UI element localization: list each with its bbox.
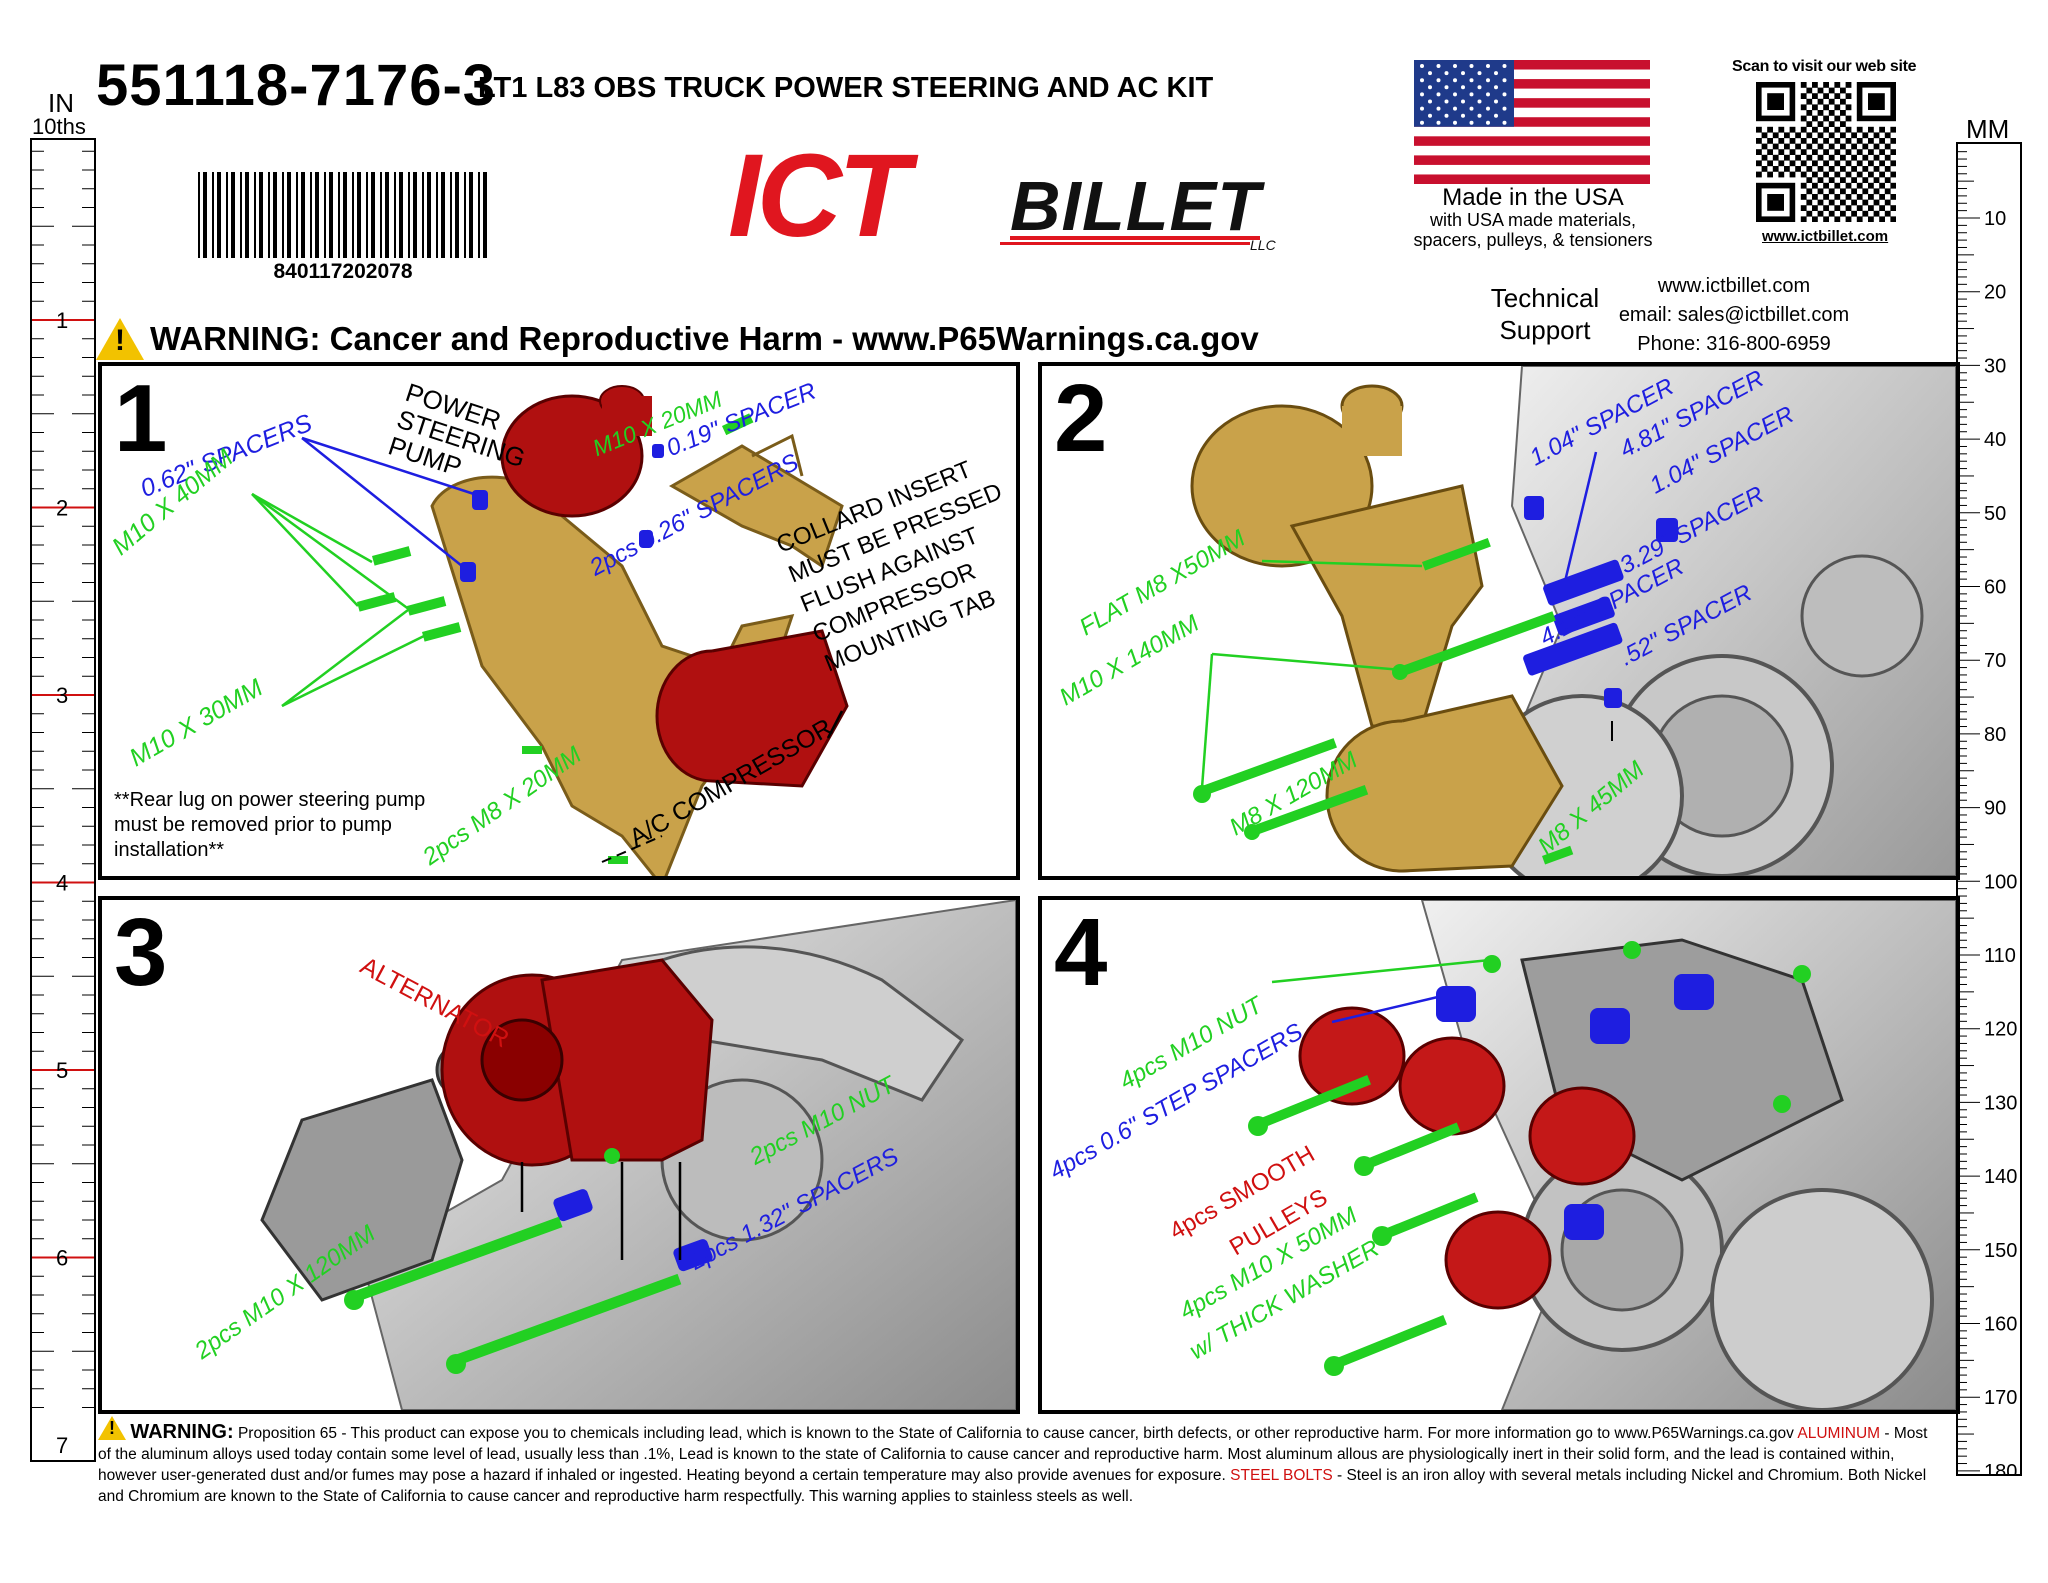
logo-llc-text: LLC [1250,237,1277,250]
logo-sub-text: BILLET [1010,167,1265,245]
note-rear-lug: **Rear lug on power steering pump must b… [114,789,426,861]
ruler-left-unit: IN [48,88,74,118]
made-in-usa-title: Made in the USA [1442,184,1624,211]
step-panel-2: 2 [1038,362,1960,880]
ict-billet-logo: ICT BILLET LLC [720,130,1340,262]
ruler-left-mark: 4 [56,871,68,896]
logo-main-text: ICT [728,140,919,250]
ruler-left-mark: 3 [56,683,68,708]
ruler-right-mark: 140 [1984,1166,2017,1188]
made-in-usa-line3: spacers, pulleys, & tensioners [1413,230,1653,250]
ruler-right: 10 20 30 40 50 60 70 80 90 100 110 120 130 140 150 160 1… [1956,142,2022,1476]
contact-website[interactable]: www.ictbillet.com [1657,275,1811,297]
ruler-right-mark: 50 [1984,503,2006,525]
part-number: 551118-7176-3 [96,53,497,118]
tech-support-line2: Support [1499,315,1591,345]
made-in-usa: Made in the USA with USA made materials,… [1380,184,1686,251]
barcode-bars [198,172,487,258]
usa-flag-icon [1414,60,1650,185]
ruler-right-mark: 70 [1984,650,2006,672]
contact-phone: Phone: 316-800-6959 [1637,333,1831,355]
panel-1-illustration [251,385,849,876]
step-number-1: 1 [114,365,168,472]
qr-code[interactable] [1756,82,1897,223]
contact-email[interactable]: email: sales@ictbillet.com [1618,304,1850,326]
ruler-right-mark: 120 [1984,1019,2017,1041]
warning-banner-text: WARNING: Cancer and Reproductive Harm - … [150,320,1259,357]
ruler-right-mark: 170 [1984,1387,2017,1409]
logo-graphic: ICT BILLET LLC [728,130,1277,262]
ruler-right-mark: 150 [1984,1240,2017,1262]
ruler-right-mark: 30 [1984,355,2006,377]
footer-text-1: Proposition 65 - This product can expose… [237,1425,1794,1442]
panel-3-illustration [260,900,1016,1410]
step-panel-1: 1 POWER STEERING PUMP [98,362,1020,880]
ruler-right-mark: 110 [1984,945,2016,967]
footer-warning-label: WARNING: [130,1421,234,1443]
made-in-usa-line2: with USA made materials, [1429,210,1637,230]
footer-steel-label: STEEL BOLTS [1230,1467,1333,1484]
kit-title: LT1 L83 OBS TRUCK POWER STEERING AND AC … [478,72,1214,104]
ruler-left-mark: 1 [56,308,68,333]
step-number-4: 4 [1054,899,1108,1006]
ruler-right-mark: 160 [1984,1314,2017,1336]
ruler-left-sub: 10ths [32,114,86,139]
tech-support-label: Technical Support [1480,282,1610,346]
footer-warning-icon [98,1416,126,1440]
step-number-2: 2 [1054,365,1108,472]
warning-icon [96,318,144,360]
ruler-left: 1 2 3 4 5 6 7 [30,138,96,1462]
step-panel-4: 4 [1038,896,1960,1414]
prop65-footer: WARNING: Proposition 65 - This product c… [98,1416,1928,1507]
ruler-right-mark: 20 [1984,282,2006,304]
panel-4-illustration [1248,900,1956,1410]
ruler-left-mark: 7 [56,1433,68,1458]
barcode [198,172,488,258]
contact-info: www.ictbillet.com email: sales@ictbillet… [1614,272,1854,359]
panel-2-illustration [1190,366,1956,876]
qr-url-link[interactable]: www.ictbillet.com [1762,228,1889,245]
ruler-right-mark: 60 [1984,577,2006,599]
ruler-right-mark: 80 [1984,724,2006,746]
ruler-right-unit: MM [1966,114,2010,144]
ruler-right-mark: 130 [1984,1092,2017,1114]
qr-caption: Scan to visit our web site [1732,58,1917,75]
ruler-left-mark: 5 [56,1058,68,1083]
ruler-right-mark: 90 [1984,798,2006,820]
footer-aluminum-label: ALUMINUM [1797,1425,1881,1442]
tech-support-line1: Technical [1490,283,1600,313]
ruler-right-mark: 100 [1984,871,2017,893]
footer-text-2: - Most of the aluminum alloys used today… [98,1425,1928,1484]
warning-banner: WARNING: Cancer and Reproductive Harm - … [96,318,1259,360]
ruler-left-mark: 6 [56,1246,68,1271]
step-number-3: 3 [114,899,168,1006]
footer-text-3: - Steel is an iron alloy with several me… [98,1467,1927,1505]
ruler-right-mark: 40 [1984,429,2006,451]
step-panel-3: 3 ALTERNATOR 2pcs M10 NUT 2pcs 1.32" SPA… [98,896,1020,1414]
ruler-left-mark: 2 [56,496,68,521]
barcode-number: 840117202078 [273,260,413,283]
ruler-right-mark: 180 [1984,1461,2017,1474]
ruler-right-mark: 10 [1984,208,2006,230]
